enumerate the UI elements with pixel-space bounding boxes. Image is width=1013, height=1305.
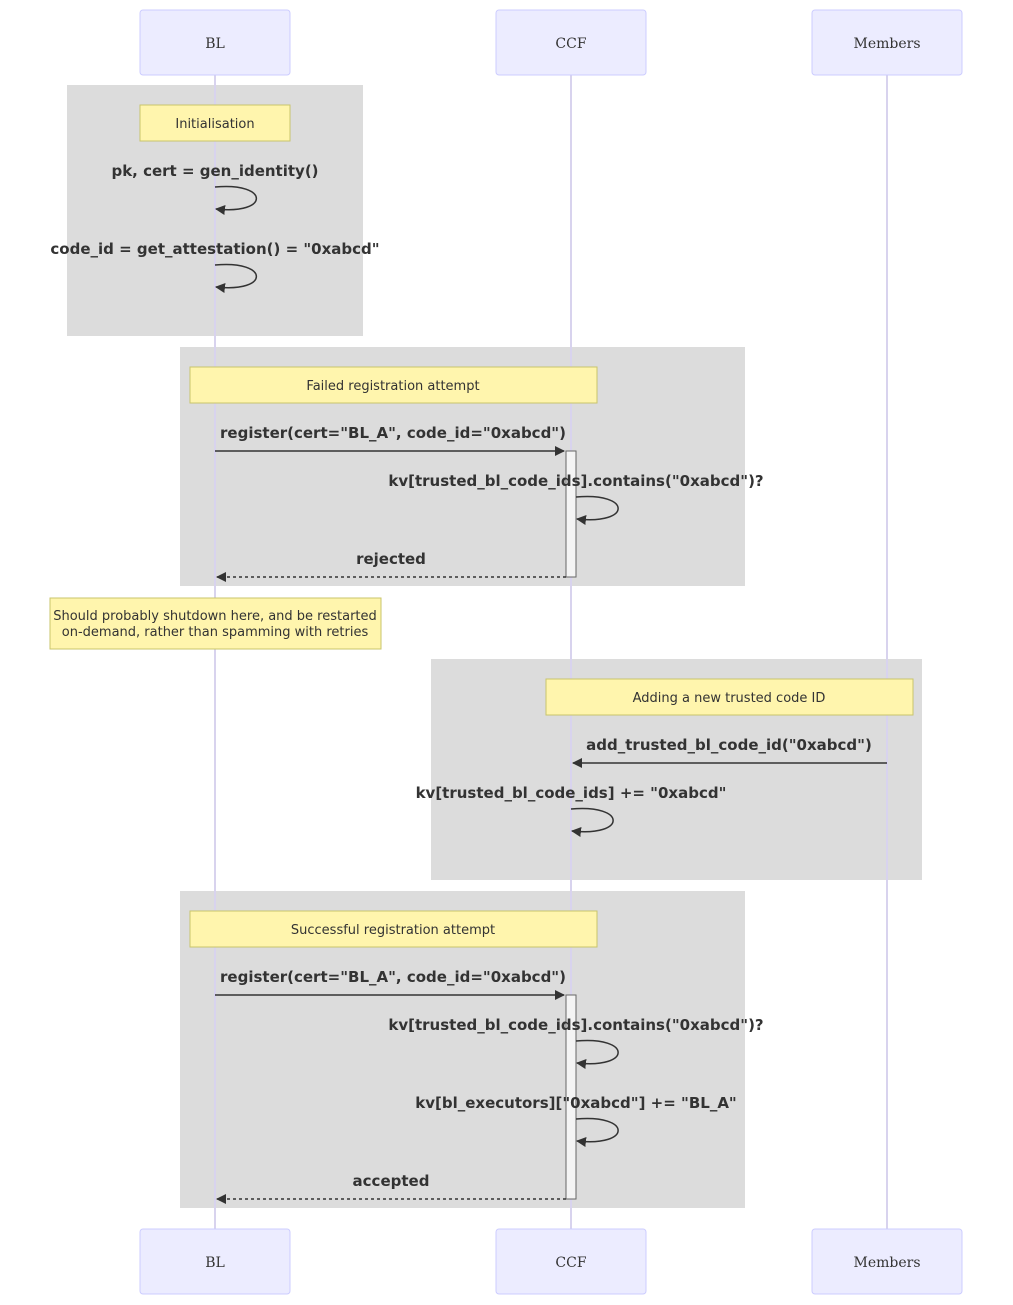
self-message-arrow [570, 807, 614, 837]
message-label: kv[trusted_bl_code_ids].contains("0xabcd… [388, 472, 763, 490]
note-line-2: on-demand, rather than spamming with ret… [62, 625, 369, 640]
note-text: Failed registration attempt [306, 379, 479, 394]
note-adding-trusted-code: Adding a new trusted code ID [545, 678, 914, 716]
message-label: kv[trusted_bl_code_ids].contains("0xabcd… [388, 1016, 763, 1034]
message-label: code_id = get_attestation() = "0xabcd" [50, 240, 379, 258]
actor-label: BL [205, 36, 225, 52]
actor-label: BL [205, 1255, 225, 1271]
note-text: Adding a new trusted code ID [633, 691, 826, 706]
self-message-arrow [214, 263, 258, 293]
actor-label: Members [853, 1255, 920, 1271]
message-label: accepted [353, 1172, 430, 1190]
note-text: Initialisation [175, 117, 254, 132]
actor-label: CCF [555, 36, 586, 52]
message-label: add_trusted_bl_code_id("0xabcd") [586, 736, 872, 754]
note-shutdown: Should probably shutdown here, and be re… [49, 597, 382, 650]
self-message-arrow [575, 495, 619, 525]
message-label: kv[trusted_bl_code_ids] += "0xabcd" [416, 784, 727, 802]
self-message-arrow [575, 1039, 619, 1069]
note-line-1: Should probably shutdown here, and be re… [53, 609, 377, 624]
note-successful-registration: Successful registration attempt [189, 910, 598, 948]
activation-ccf [565, 994, 577, 1200]
actor-bl-top: BL [139, 9, 291, 76]
message-label: kv[bl_executors]["0xabcd"] += "BL_A" [415, 1094, 737, 1112]
actor-members-top: Members [811, 9, 963, 76]
actor-label: CCF [555, 1255, 586, 1271]
actor-members-bottom: Members [811, 1228, 963, 1295]
message-label: rejected [356, 550, 426, 568]
note-initialisation: Initialisation [139, 104, 291, 142]
actor-ccf-bottom: CCF [495, 1228, 647, 1295]
actor-label: Members [853, 36, 920, 52]
self-message-arrow [575, 1117, 619, 1147]
message-label: register(cert="BL_A", code_id="0xabcd") [220, 424, 566, 442]
message-label: register(cert="BL_A", code_id="0xabcd") [220, 968, 566, 986]
note-failed-registration: Failed registration attempt [189, 366, 598, 404]
activation-ccf [565, 450, 577, 578]
actor-ccf-top: CCF [495, 9, 647, 76]
note-text: Successful registration attempt [291, 923, 495, 938]
actor-bl-bottom: BL [139, 1228, 291, 1295]
self-message-arrow [214, 185, 258, 215]
message-label: pk, cert = gen_identity() [111, 162, 318, 180]
